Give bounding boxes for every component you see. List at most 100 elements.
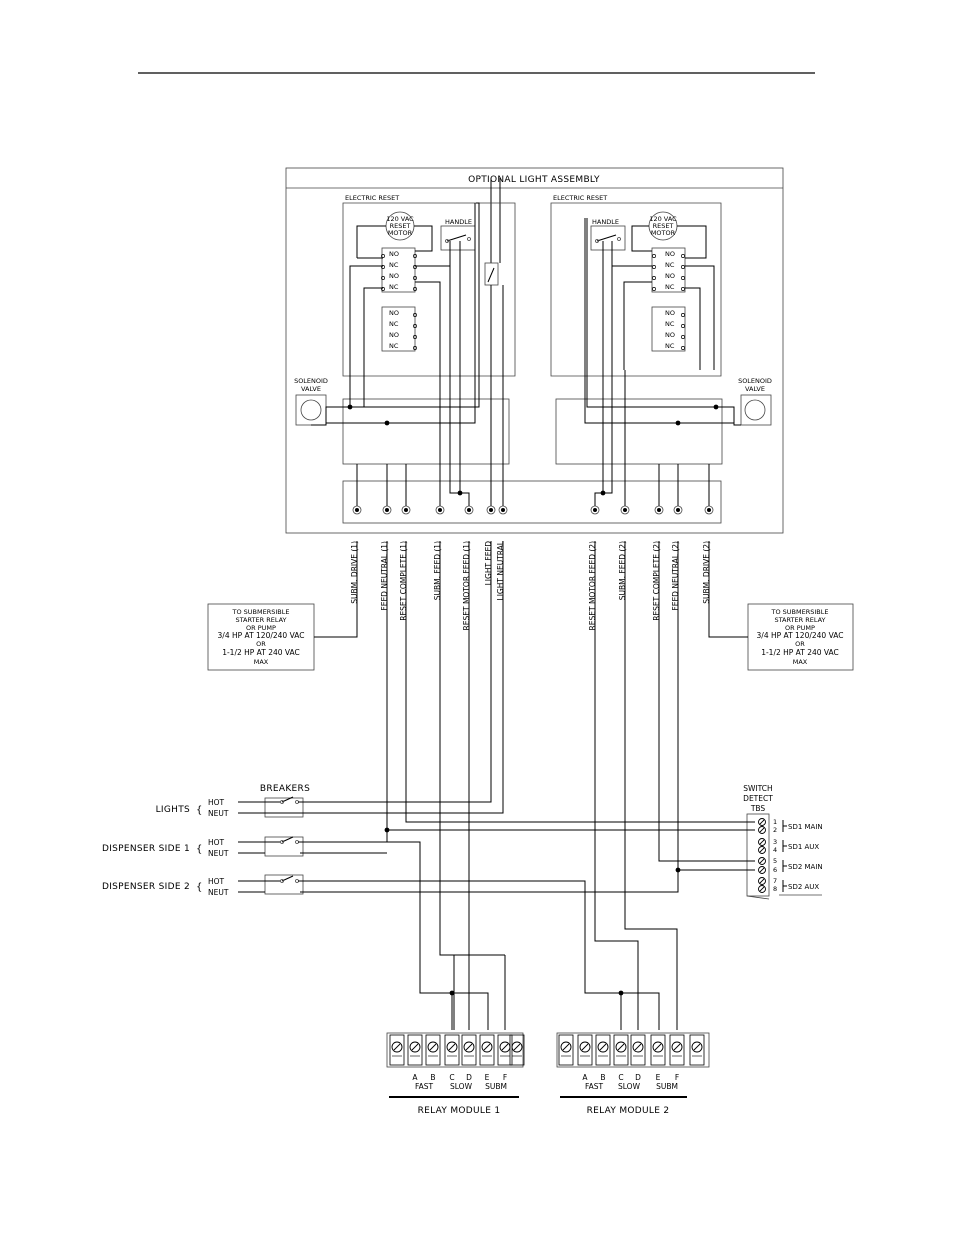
- dispenser-side-2-hot: HOT: [208, 877, 225, 886]
- dispenser-side-1-brace-icon: {: [196, 844, 203, 855]
- contact-point: [681, 346, 685, 350]
- tbs-terminal-number: 7: [773, 877, 777, 885]
- switch-detect-tbs: SWITCH DETECT TBS: [743, 784, 773, 900]
- terminal-label-feed-neutral-2: FEED NEUTRAL (2): [671, 541, 680, 611]
- right-c4-nc: NC: [665, 342, 675, 350]
- left-c3-no: NO: [389, 309, 399, 317]
- terminal-label-light-feed: LIGHT FEED: [484, 541, 493, 586]
- rm1-screw-terminal: [425, 1034, 441, 1066]
- tbs-terminal-number: 1: [773, 818, 777, 826]
- terminal-label-reset-motor-feed-2: RESET MOTOR FEED (2): [588, 541, 597, 631]
- left-pump-note-line-5: OR: [256, 640, 266, 648]
- tbs-terminal-number: 4: [773, 846, 777, 854]
- right-pump-note-line-2: STARTER RELAY: [774, 616, 825, 624]
- rm2-group-slow: SLOW: [618, 1082, 641, 1091]
- right-solenoid-label-2: VALVE: [745, 385, 765, 393]
- right-electric-reset: ELECTRIC RESET 120 VAC RESET MOTOR HANDL…: [550, 194, 722, 377]
- relay-module-1: A B C D E F FAST SLOW SUBM RELAY MODULE …: [386, 1032, 524, 1116]
- contact-point: [381, 265, 385, 269]
- tbs-group-label: SD1 AUX: [788, 843, 819, 851]
- left-c3-nc: NC: [389, 320, 399, 328]
- rm2-screw-terminal: [613, 1034, 629, 1066]
- right-terminal-labels: RESET MOTOR FEED (2) SUBM. FEED (2) RESE…: [588, 541, 711, 631]
- contact-point: [413, 265, 417, 269]
- right-pump-note-line-4: 3/4 HP AT 120/240 VAC: [757, 631, 844, 640]
- right-pump-note-line-5: OR: [795, 640, 805, 648]
- tbs-terminal-number: 6: [773, 866, 777, 874]
- left-electric-reset: ELECTRIC RESET 120 VAC RESET MOTOR HANDL…: [342, 194, 516, 377]
- right-solenoid-label-1: SOLENOID: [738, 377, 772, 385]
- rm2-screw-terminal: [595, 1034, 611, 1066]
- left-motor-label-1: 120 VAC: [386, 215, 414, 223]
- breakers: BREAKERS LIGHTS { HOT NEUT DISPENSER SID…: [102, 784, 310, 897]
- terminal-label-subm-feed-1: SUBM. FEED (1): [433, 541, 442, 600]
- contact-point: [413, 346, 417, 350]
- rm2-screw-terminal: [577, 1034, 593, 1066]
- tbs-terminal-8: 8: [758, 885, 777, 893]
- dispenser-side-1-label: DISPENSER SIDE 1: [102, 844, 190, 854]
- left-solenoid-label-1: SOLENOID: [294, 377, 328, 385]
- dispenser-side-1-hot: HOT: [208, 838, 225, 847]
- contact-point: [381, 254, 385, 258]
- left-pump-note-line-1: TO SUBMERSIBLE: [232, 608, 290, 616]
- tbs-terminal-2: 2: [758, 826, 777, 834]
- contact-point: [681, 335, 685, 339]
- rm1-letter-a: A: [412, 1073, 418, 1082]
- left-handle-label: HANDLE: [445, 218, 472, 226]
- left-reset-label: ELECTRIC RESET: [345, 194, 399, 202]
- rm2-letter-a: A: [582, 1073, 588, 1082]
- rm1-group-fast: FAST: [415, 1082, 434, 1091]
- dispenser-side-1-neut: NEUT: [208, 849, 229, 858]
- terminal-label-reset-complete-1: RESET COMPLETE (1): [399, 541, 408, 621]
- rm1-letter-b: B: [430, 1073, 435, 1082]
- rm1-group-slow: SLOW: [450, 1082, 473, 1091]
- rm1-screw-terminal: [461, 1034, 477, 1066]
- tbs-terminal-number: 8: [773, 885, 777, 893]
- terminal-label-subm-feed-2: SUBM. FEED (2): [618, 541, 627, 600]
- contact-point: [652, 254, 656, 258]
- switch-detect-label-3: TBS: [750, 804, 766, 813]
- contact-point: [413, 276, 417, 280]
- contact-point: [413, 335, 417, 339]
- right-c4-no: NO: [665, 331, 675, 339]
- right-c3-no: NO: [665, 309, 675, 317]
- left-terminal-labels: SUBM. DRIVE (1) FEED NEUTRAL (1) RESET C…: [350, 540, 505, 630]
- right-motor-label-1: 120 VAC: [649, 215, 677, 223]
- left-motor-label-3: MOTOR: [388, 229, 413, 237]
- tbs-terminal-5: 5: [758, 857, 777, 865]
- terminal-label-subm-drive-1: SUBM. DRIVE (1): [350, 541, 359, 604]
- switch-detect-label-1: SWITCH: [743, 784, 772, 793]
- rm2-screw-terminal: [630, 1034, 646, 1066]
- left-pump-note-line-3: OR PUMP: [246, 624, 276, 632]
- right-c1-no: NO: [665, 250, 675, 258]
- dispenser-side-2-neut: NEUT: [208, 888, 229, 897]
- left-pump-note-line-2: STARTER RELAY: [235, 616, 286, 624]
- right-pump-note-line-6: 1-1/2 HP AT 240 VAC: [761, 648, 839, 657]
- rm1-letter-e: E: [485, 1073, 490, 1082]
- rm2-letter-e: E: [656, 1073, 661, 1082]
- rm2-screw-terminal: [669, 1034, 685, 1066]
- rm2-group-subm: SUBM: [656, 1082, 678, 1091]
- contact-point: [681, 287, 685, 291]
- right-handle-label: HANDLE: [592, 218, 619, 226]
- terminal-label-reset-motor-feed-1: RESET MOTOR FEED (1): [462, 541, 471, 631]
- rm1-screw-terminal: [509, 1034, 525, 1066]
- contact-point: [652, 287, 656, 291]
- right-c2-no: NO: [665, 272, 675, 280]
- lights-neut: NEUT: [208, 809, 229, 818]
- right-pump-note: TO SUBMERSIBLE STARTER RELAY OR PUMP 3/4…: [747, 603, 854, 671]
- left-c2-nc: NC: [389, 283, 399, 291]
- tbs-group-label: SD1 MAIN: [788, 823, 823, 831]
- dispenser-side-2-brace-icon: {: [196, 882, 203, 893]
- right-pump-note-line-7: MAX: [793, 658, 808, 666]
- terminal-label-feed-neutral-1: FEED NEUTRAL (1): [380, 541, 389, 611]
- tbs-terminal-number: 2: [773, 826, 777, 834]
- left-c4-no: NO: [389, 331, 399, 339]
- right-pump-note-line-3: OR PUMP: [785, 624, 815, 632]
- tbs-terminal-6: 6: [758, 866, 777, 874]
- rm2-screw-terminal: [650, 1034, 666, 1066]
- right-c3-nc: NC: [665, 320, 675, 328]
- tbs-terminal-4: 4: [758, 846, 777, 854]
- right-motor-label-3: MOTOR: [651, 229, 676, 237]
- contact-point: [652, 265, 656, 269]
